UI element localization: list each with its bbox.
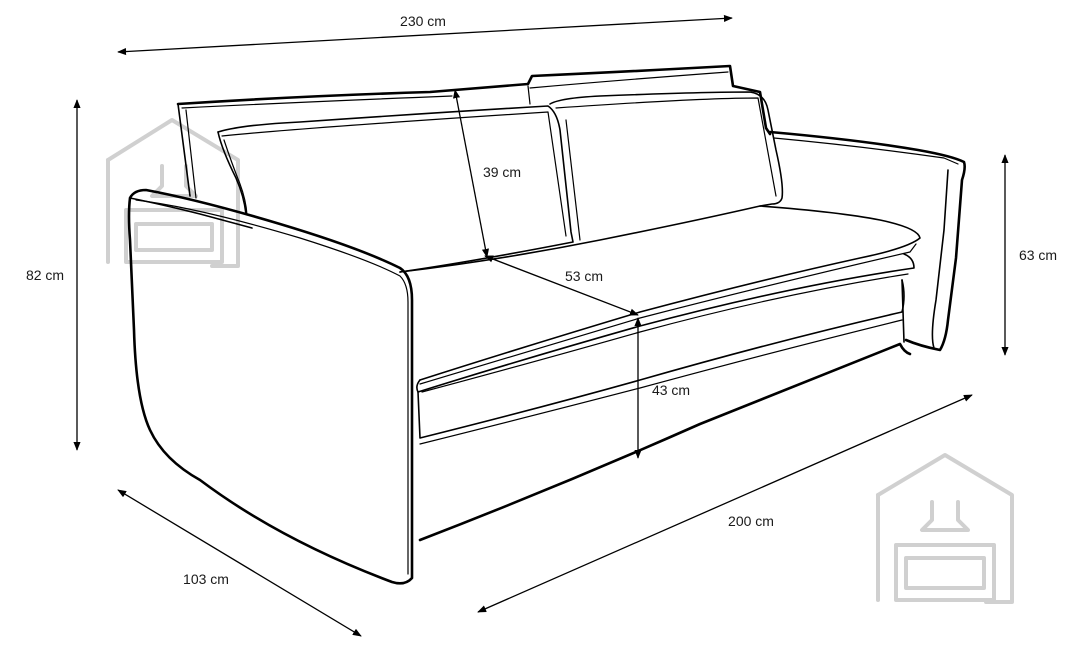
sofa-drawing: [127, 64, 966, 585]
label-seat-width: 200 cm: [728, 513, 774, 529]
dimension-seat-depth: 53 cm: [484, 255, 639, 316]
label-seat-height: 43 cm: [652, 382, 690, 398]
dimension-total-height: 82 cm: [26, 99, 81, 451]
dimension-armrest-height: 63 cm: [1001, 154, 1057, 356]
dimension-total-width: 230 cm: [117, 13, 733, 56]
label-backrest-height: 39 cm: [483, 164, 521, 180]
label-armrest-height: 63 cm: [1019, 247, 1057, 263]
dimension-seat-width: 200 cm: [477, 394, 973, 613]
house-sofa-logo-icon: [106, 118, 240, 268]
label-total-height: 82 cm: [26, 267, 64, 283]
label-seat-depth: 53 cm: [565, 268, 603, 284]
dimension-total-depth: 103 cm: [117, 489, 362, 637]
house-sofa-logo-icon: [876, 453, 1014, 604]
dimension-backrest-height: 39 cm: [452, 89, 521, 258]
dimension-seat-height: 43 cm: [634, 317, 690, 459]
label-total-width: 230 cm: [400, 13, 446, 29]
label-total-depth: 103 cm: [183, 571, 229, 587]
